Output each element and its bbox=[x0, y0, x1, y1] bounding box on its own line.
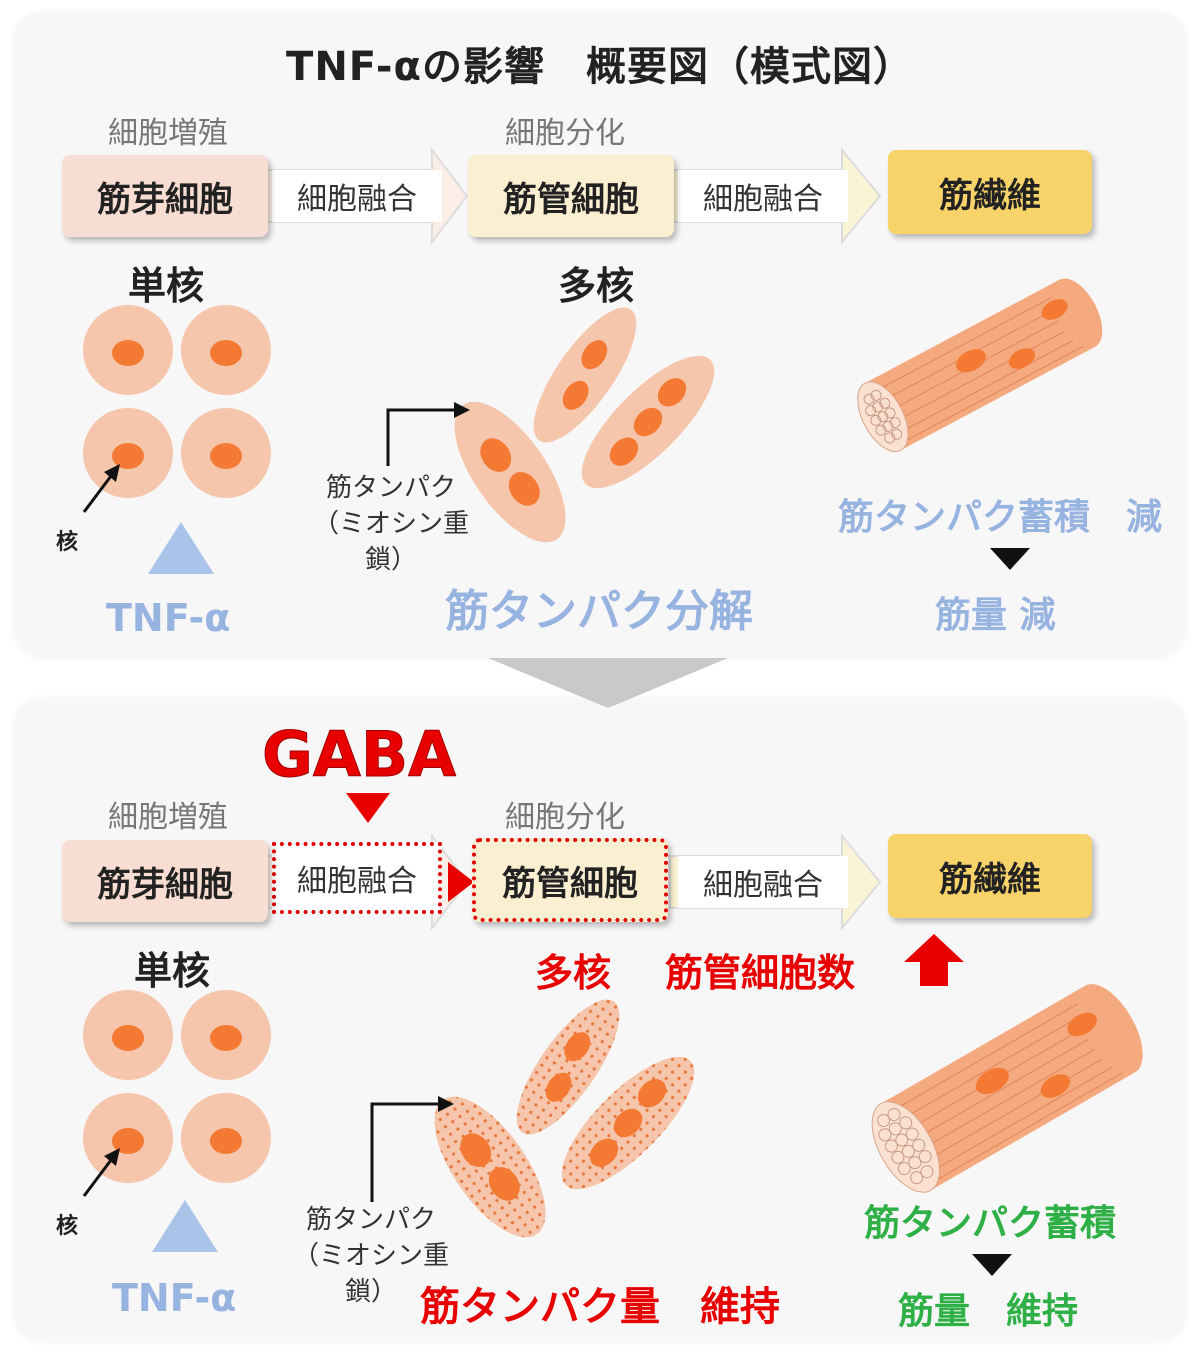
cell-6 bbox=[181, 990, 271, 1080]
muscle-mass-label: 筋量 減 bbox=[935, 595, 1056, 636]
diagram-title: TNF-αの影響 概要図（模式図） bbox=[286, 44, 914, 90]
muscle-fiber-image-2 bbox=[871, 984, 1143, 1193]
increase-up-arrow-icon bbox=[904, 934, 964, 986]
protein-label-2-line1: 筋タンパク bbox=[305, 1205, 436, 1235]
mononuclear-label: 単核 bbox=[128, 264, 205, 308]
myotube-cells bbox=[454, 307, 715, 543]
myotube-4 bbox=[516, 999, 620, 1135]
muscle-fiber-box-2: 筋繊維 bbox=[888, 834, 1092, 918]
protein-label-line2: （ミオシン重鎖） bbox=[312, 509, 469, 575]
cell-8 bbox=[181, 1093, 271, 1183]
muscle-fiber-image bbox=[857, 278, 1103, 452]
cell-7 bbox=[83, 1093, 173, 1183]
protein-label: 筋タンパク （ミオシン重鎖） bbox=[296, 470, 486, 578]
gaba-label: GABA bbox=[261, 718, 457, 792]
stage-proliferation-label-2: 細胞増殖 bbox=[108, 800, 228, 835]
down-triangle-icon bbox=[990, 548, 1030, 570]
myotube-1 bbox=[533, 307, 637, 443]
down-triangle-icon-2 bbox=[972, 1254, 1012, 1276]
mononuclear-label-2: 単核 bbox=[134, 949, 211, 993]
myotube-box: 筋管細胞 bbox=[468, 155, 674, 237]
nucleus-arrow-2 bbox=[82, 1148, 120, 1197]
myotube-5 bbox=[561, 1056, 695, 1190]
tnf-label-2: TNF-α bbox=[112, 1276, 237, 1320]
nucleus-label-2: 核 bbox=[56, 1214, 79, 1239]
mononuclear-cells-2 bbox=[83, 990, 271, 1183]
mononuclear-cells bbox=[83, 305, 271, 498]
protein-label-line1: 筋タンパク bbox=[325, 473, 456, 503]
protein-accumulation-label-2: 筋タンパク蓄積 bbox=[864, 1203, 1117, 1244]
cell-3 bbox=[83, 408, 173, 498]
myotube-2 bbox=[581, 355, 715, 489]
cell-4 bbox=[181, 408, 271, 498]
protein-amount-label: 筋タンパク量 維持 bbox=[420, 1284, 780, 1330]
multinuclear-label: 多核 bbox=[558, 264, 635, 308]
tnf-label: TNF-α bbox=[106, 596, 231, 640]
muscle-fiber-box: 筋繊維 bbox=[888, 150, 1092, 234]
cell-5 bbox=[83, 990, 173, 1080]
protein-accumulation-label: 筋タンパク蓄積 減 bbox=[838, 497, 1163, 538]
transition-chevron bbox=[488, 658, 728, 708]
fusion-label-3: 細胞融合 bbox=[272, 842, 442, 914]
stage-differentiation-label-2: 細胞分化 bbox=[505, 800, 625, 835]
fusion-label-2: 細胞融合 bbox=[678, 170, 848, 222]
protein-degradation-label: 筋タンパク分解 bbox=[445, 586, 753, 637]
protein-pointer-arrow bbox=[386, 402, 470, 466]
myotube-box-2: 筋管細胞 bbox=[472, 838, 668, 922]
stage-differentiation-label: 細胞分化 bbox=[505, 116, 625, 151]
tnf-triangle-icon-2 bbox=[152, 1200, 218, 1252]
cell-1 bbox=[83, 305, 173, 395]
myotube-3 bbox=[454, 401, 566, 543]
myotube-6 bbox=[434, 1096, 546, 1238]
gaba-down-arrow-icon bbox=[346, 793, 390, 823]
fusion-label-4: 細胞融合 bbox=[678, 856, 848, 908]
myoblast-box-2: 筋芽細胞 bbox=[62, 840, 268, 922]
nucleus-label: 核 bbox=[56, 530, 79, 555]
tnf-triangle-icon bbox=[148, 522, 214, 574]
muscle-mass-label-2: 筋量 維持 bbox=[898, 1291, 1079, 1332]
protein-pointer-arrow-2 bbox=[370, 1096, 454, 1202]
nucleus-arrow bbox=[82, 464, 120, 513]
multinuclear-label-2: 多核 bbox=[535, 951, 612, 995]
cell-2 bbox=[181, 305, 271, 395]
protein-label-2: 筋タンパク （ミオシン重鎖） bbox=[276, 1202, 466, 1310]
myotube-count-label: 筋管細胞数 bbox=[665, 951, 856, 995]
myoblast-box: 筋芽細胞 bbox=[62, 155, 268, 237]
protein-label-2-line2: （ミオシン重鎖） bbox=[292, 1241, 449, 1307]
fusion-label-1: 細胞融合 bbox=[272, 170, 442, 222]
stage-proliferation-label: 細胞増殖 bbox=[108, 116, 228, 151]
myotube-cells-2 bbox=[434, 999, 695, 1238]
